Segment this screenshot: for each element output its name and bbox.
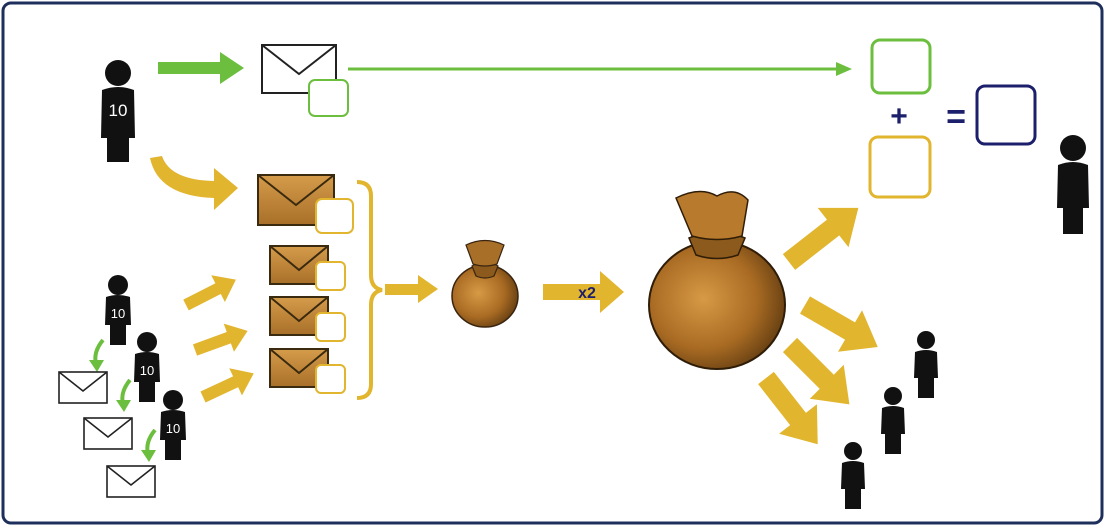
gold-arrow-icon bbox=[758, 371, 818, 445]
person-label: 10 bbox=[166, 421, 180, 436]
envelope-icon bbox=[58, 371, 108, 404]
brace-icon bbox=[356, 180, 383, 400]
box-icon bbox=[315, 198, 354, 234]
gold-arrow-icon bbox=[183, 275, 236, 311]
equals-sign: = bbox=[946, 98, 966, 136]
person-icon bbox=[914, 331, 938, 398]
gold-arrow-icon bbox=[800, 296, 878, 352]
money-bag-icon bbox=[648, 190, 786, 370]
green-arrow-icon bbox=[158, 52, 244, 84]
small-green-arrow-icon bbox=[89, 338, 105, 372]
gold-arrow-icon bbox=[192, 323, 248, 356]
person-icon bbox=[841, 442, 865, 509]
person-icon bbox=[881, 387, 905, 454]
plus-sign: + bbox=[890, 100, 908, 133]
person-icon bbox=[1057, 135, 1089, 234]
gold-arrow-icon bbox=[200, 368, 254, 403]
person-icon bbox=[134, 332, 160, 402]
box-icon bbox=[315, 312, 346, 342]
box-icon bbox=[308, 79, 349, 117]
money-bag-icon bbox=[451, 239, 519, 328]
green-line-arrow-icon bbox=[348, 62, 852, 76]
small-green-arrow-icon bbox=[141, 428, 157, 462]
box-icon bbox=[868, 135, 932, 199]
gold-arrow-icon bbox=[782, 337, 850, 405]
box-icon bbox=[870, 38, 932, 95]
multiplier-label: x2 bbox=[578, 285, 596, 302]
small-green-arrow-icon bbox=[116, 378, 132, 412]
person-label: 10 bbox=[109, 101, 128, 120]
person-icon bbox=[105, 275, 131, 345]
envelope-icon bbox=[83, 417, 133, 450]
person-icon bbox=[101, 60, 135, 162]
gold-arrow-icon bbox=[782, 207, 859, 270]
envelope-icon bbox=[261, 44, 337, 94]
person-icon bbox=[160, 390, 186, 460]
curved-gold-arrow-icon bbox=[150, 156, 238, 210]
box-icon bbox=[315, 364, 346, 394]
multiplier-arrow-icon bbox=[543, 271, 624, 313]
envelope-icon bbox=[106, 465, 156, 498]
person-label: 10 bbox=[140, 363, 154, 378]
gold-arrow-icon bbox=[385, 275, 438, 303]
person-label: 10 bbox=[111, 306, 125, 321]
box-icon bbox=[315, 261, 346, 291]
box-icon bbox=[975, 84, 1037, 146]
